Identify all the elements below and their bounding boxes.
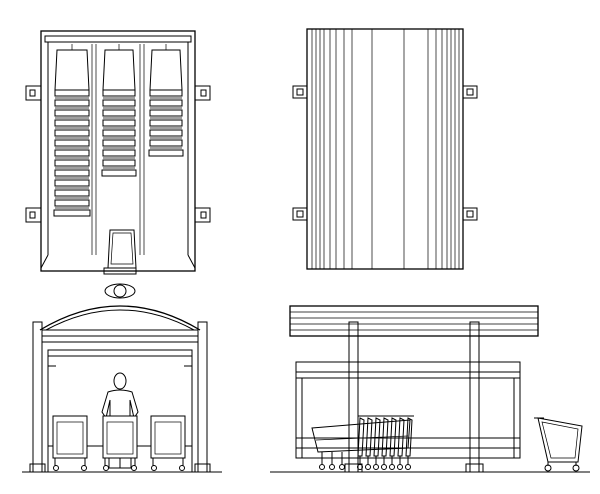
side-cart-wheels-rear (319, 452, 345, 470)
bracket-right-top (194, 85, 211, 101)
back-wall (44, 35, 192, 43)
roof-bracket-left-bottom (292, 207, 308, 221)
side-nested-cart (365, 415, 374, 470)
person-plan-icon (104, 283, 136, 299)
side-nested-cart (357, 415, 366, 470)
plan-view-interior (25, 30, 211, 299)
plan-cart-stack (53, 44, 91, 217)
plan-single-cart (103, 229, 137, 275)
front-carts (52, 415, 186, 471)
bracket-right-bottom (194, 207, 211, 223)
plan-cart-stack (101, 44, 137, 177)
side-nested-cart (405, 415, 414, 470)
side-nested-cart (397, 415, 406, 470)
side-nested-carts (311, 415, 414, 470)
side-post-left (348, 321, 359, 473)
plan-view-roof (292, 28, 478, 270)
roof-bracket-left-top (292, 85, 308, 99)
side-nested-cart (373, 415, 382, 470)
side-elevation-view (270, 305, 590, 473)
person-front-figure (101, 372, 139, 469)
side-single-cart (534, 417, 583, 472)
side-roof-canopy (289, 305, 539, 337)
bracket-left-bottom (25, 207, 42, 223)
bracket-left-top (25, 85, 42, 101)
plan-cart-stacks (53, 44, 184, 217)
shelter-outline (40, 30, 196, 272)
front-cart (52, 415, 88, 471)
arched-roof (39, 305, 201, 331)
roof-bracket-right-top (462, 85, 478, 99)
side-post-right (469, 321, 480, 473)
side-cart-basket-row (311, 419, 411, 453)
back-wall-front (47, 349, 193, 473)
front-cart (150, 415, 186, 471)
front-elevation-view (22, 305, 222, 473)
plan-cart-stack (148, 44, 184, 157)
roof-panel-lines (311, 29, 460, 269)
side-nested-cart (389, 415, 398, 470)
roof-outline (306, 28, 464, 270)
front-post-left (32, 321, 43, 473)
roof-bracket-right-bottom (462, 207, 478, 221)
front-cart (102, 415, 138, 471)
front-post-right (197, 321, 208, 473)
side-nested-cart (381, 415, 390, 470)
